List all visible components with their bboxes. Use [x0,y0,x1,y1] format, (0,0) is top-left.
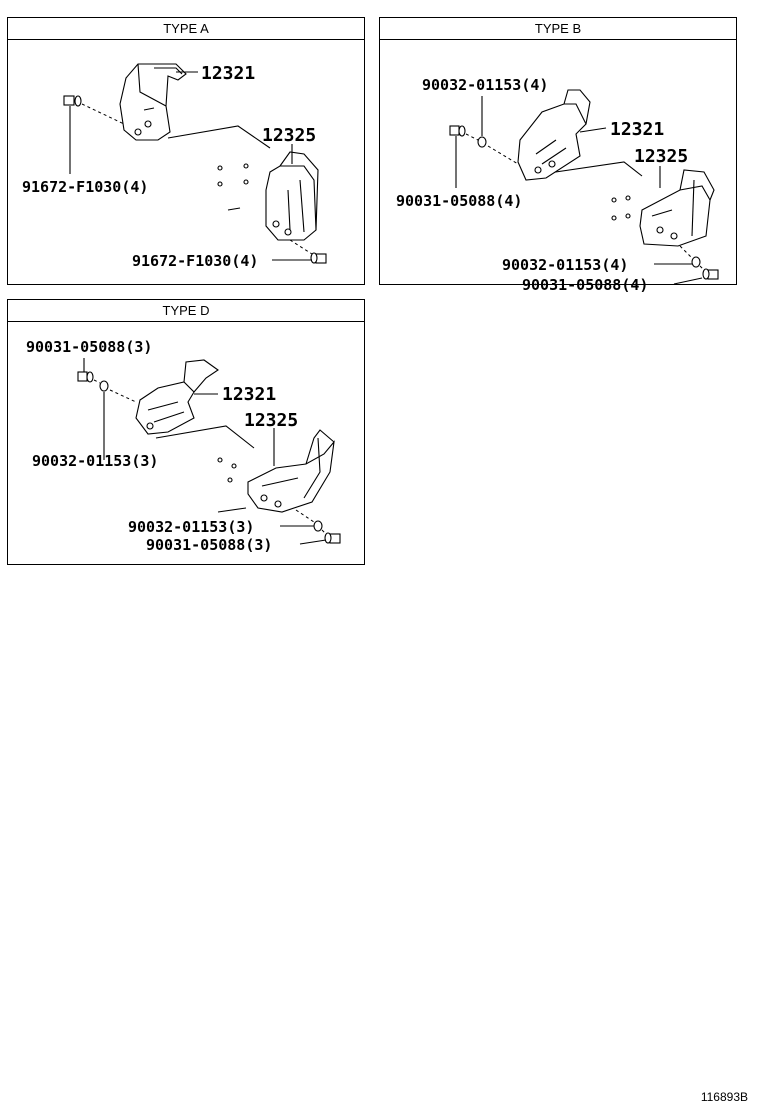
bolt-axis [289,239,313,255]
panel-title-type-d: TYPE D [8,300,364,322]
body-outline [217,507,247,513]
label-90031-05088-bottom: 90031-05088(3) [146,536,272,554]
label-90032-01153-top: 90032-01153(4) [422,76,548,94]
diagram-type-a: 12321 12325 91672-F1030(4) 91672-F1030(4… [22,63,327,270]
bolt-axis [465,133,519,165]
bolt-icon [449,125,466,137]
label-12325: 12325 [262,125,316,146]
panel-title-type-a: TYPE A [8,18,364,40]
body-outline [167,125,271,149]
body-outline [541,161,643,177]
bolt-icon [702,268,719,280]
label-12321: 12321 [201,63,255,84]
label-12321: 12321 [222,384,276,405]
washer-icon [99,380,109,392]
label-90032-01153-left: 90032-01153(3) [32,452,158,470]
leader-line [299,539,327,545]
bolt-icon [324,532,341,544]
bolt-icon [77,371,94,383]
washer-icon [477,136,487,148]
washer-icon [313,520,323,532]
label-91672-f1030-left: 91672-F1030(4) [22,178,148,196]
diagram-type-d: 90031-05088(3) 12321 12325 90032-01153(3… [26,338,341,554]
label-91672-f1030-right: 91672-F1030(4) [132,252,258,270]
label-90032-01153-right: 90032-01153(3) [128,518,254,536]
bolt-axis [93,379,137,403]
label-90032-01153-bottom: 90032-01153(4) [502,256,628,274]
leader-line [673,277,703,285]
bolt-icon [310,252,327,264]
label-12325: 12325 [244,410,298,431]
panel-type-a: TYPE A [7,17,365,285]
bracket-12325 [247,429,335,513]
panel-type-d: TYPE D [7,299,365,565]
bracket-12325 [639,169,715,247]
body-outline [227,207,241,211]
label-90031-05088-bottom: 90031-05088(4) [522,276,648,294]
panel-type-b: TYPE B [379,17,737,294]
leader-line [579,127,607,133]
mount-holes [611,195,631,221]
bracket-12321 [135,359,219,435]
label-90031-05088-top: 90031-05088(3) [26,338,152,356]
bracket-12321 [517,89,591,181]
mount-holes [217,457,237,483]
bracket-12321 [119,63,187,141]
bolt-axis [81,103,125,125]
label-12321: 12321 [610,119,664,140]
label-90031-05088-left: 90031-05088(4) [396,192,522,210]
body-outline [155,425,255,449]
diagram-type-b: 90032-01153(4) 12321 12325 90031-05088(4… [396,76,719,294]
bolt-axis [295,509,327,535]
washer-icon [691,256,701,268]
figure-reference-number: 116893B [700,1090,748,1104]
bracket-12325 [265,151,319,241]
panel-title-type-b: TYPE B [380,18,736,40]
bolt-icon [63,95,82,107]
bolt-axis [679,245,705,271]
mount-holes [217,163,249,187]
label-12325: 12325 [634,146,688,167]
